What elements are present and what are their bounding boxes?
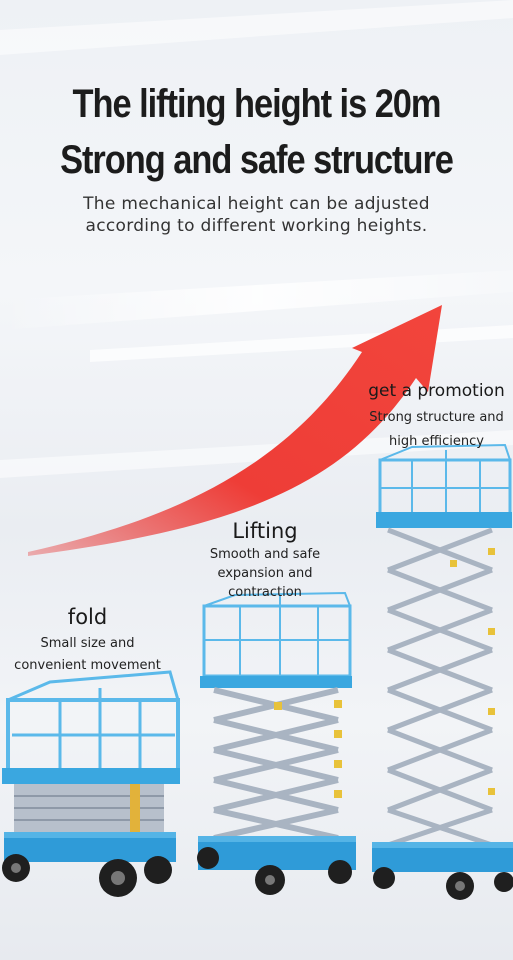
- subtitle-line-1: The mechanical height can be adjusted: [83, 194, 430, 214]
- stage-lifting-title: Lifting: [232, 519, 298, 543]
- scissor-lift-icon-extended: [372, 443, 513, 900]
- stage-promotion-desc-2: high efficiency: [389, 434, 484, 449]
- stage-lifting-desc-3: contraction: [228, 585, 302, 600]
- stage-fold: fold Small size and convenient movement: [0, 604, 175, 674]
- stage-fold-desc-2: convenient movement: [14, 658, 161, 673]
- scissor-lift-icon-folded: [2, 670, 180, 897]
- subtitle-line-2: according to different working heights.: [85, 216, 428, 236]
- stage-promotion: get a promotion Strong structure and hig…: [360, 378, 513, 452]
- stage-lifting-desc-1: Smooth and safe: [209, 547, 321, 562]
- headline-line-2: Strong and safe structure: [60, 138, 454, 182]
- stage-fold-desc-1: Small size and: [40, 636, 135, 651]
- stage-lifting-desc-2: expansion and: [217, 566, 313, 581]
- scissor-lift-icon-lifting: [197, 591, 356, 895]
- stage-lifting: Lifting Smooth and safe expansion and co…: [195, 518, 335, 601]
- subtitle: The mechanical height can be adjusted ac…: [0, 193, 513, 237]
- stage-promotion-title: get a promotion: [368, 381, 505, 401]
- stage-fold-title: fold: [67, 605, 108, 629]
- headline-line-1: The lifting height is 20m: [72, 82, 442, 126]
- stage-promotion-desc-1: Strong structure and: [369, 410, 504, 425]
